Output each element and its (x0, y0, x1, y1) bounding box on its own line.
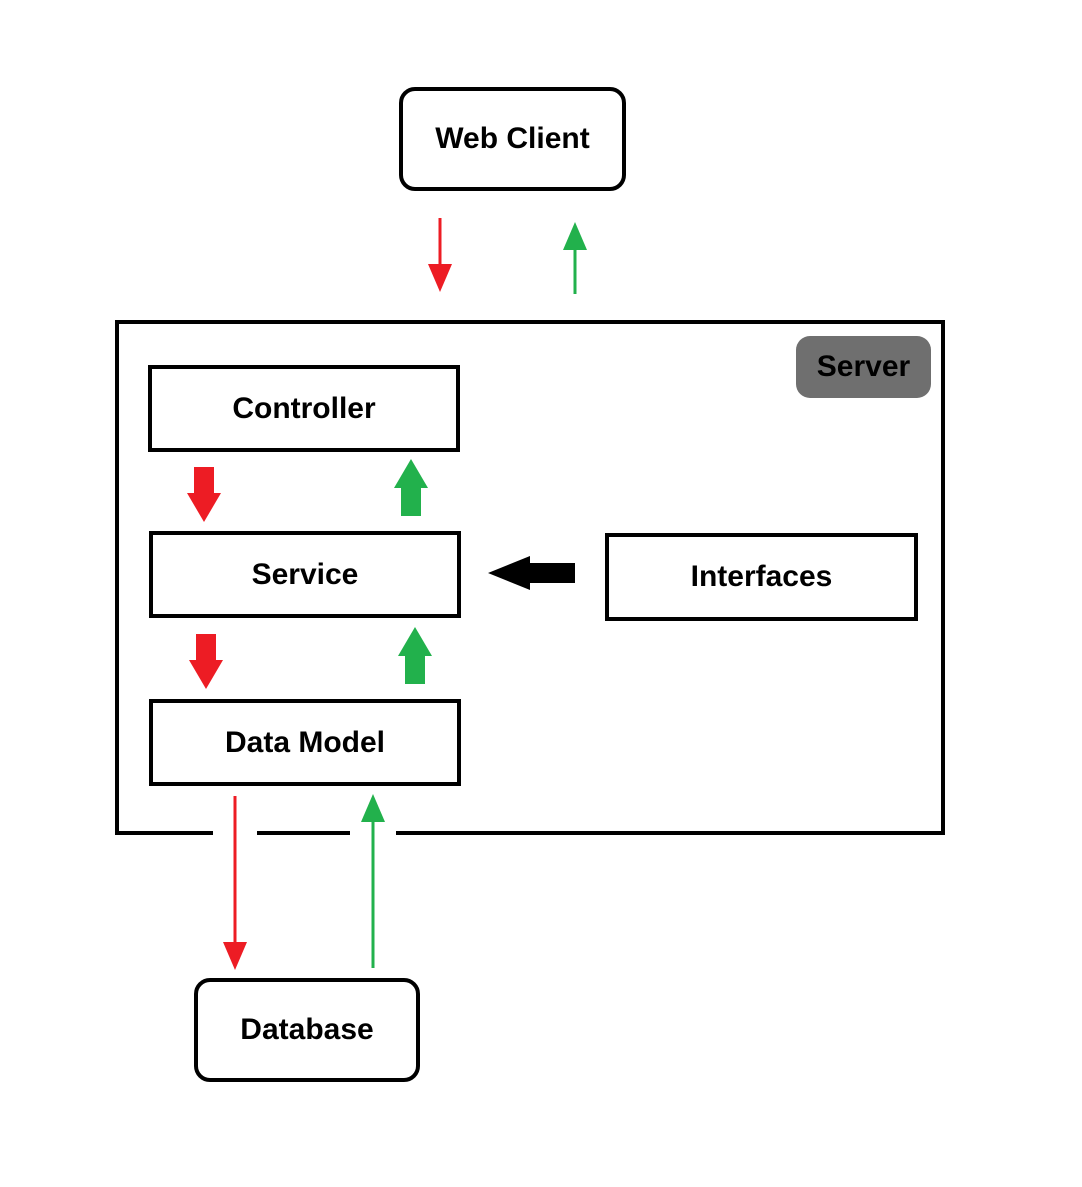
client-response-arrow (563, 222, 587, 294)
datamodel-to-database-arrow (223, 796, 247, 970)
client-request-arrow (428, 218, 452, 292)
controller-to-service-arrow (187, 467, 221, 522)
interfaces-to-service-arrow (488, 556, 575, 590)
service-to-controller-arrow (394, 459, 428, 516)
web-client-node: Web Client (399, 87, 626, 191)
service-to-datamodel-arrow (189, 634, 223, 689)
server-label: Server (796, 336, 931, 398)
controller-node: Controller (148, 365, 460, 452)
database-to-datamodel-arrow (361, 794, 385, 968)
datamodel-to-service-arrow (398, 627, 432, 684)
interfaces-node: Interfaces (605, 533, 918, 621)
service-node: Service (149, 531, 461, 618)
database-node: Database (194, 978, 420, 1082)
data-model-node: Data Model (149, 699, 461, 786)
